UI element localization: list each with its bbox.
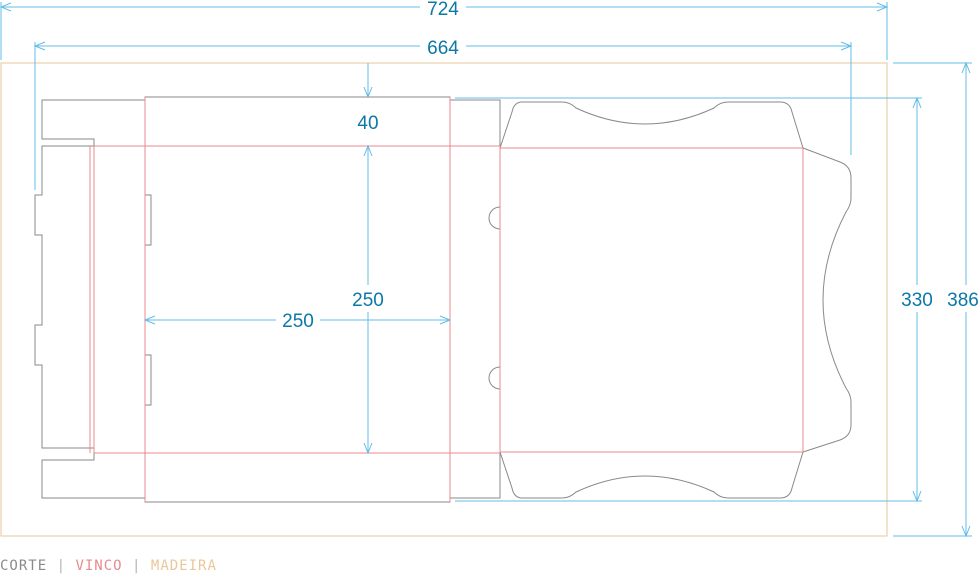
legend-separator: | <box>47 558 76 574</box>
cut-lid-right-flap <box>802 147 852 453</box>
dim-250-vertical-arrow-bottom <box>363 442 373 455</box>
legend-vinco: VINCO <box>75 558 123 574</box>
dim-664-arrow-right <box>840 41 853 51</box>
dim-label-386: 386 <box>947 290 979 311</box>
dim-664-arrow-left <box>33 41 46 51</box>
dim-250-horizontal-arrow-left <box>143 315 156 325</box>
legend-madeira: MADEIRA <box>150 558 217 574</box>
dim-40-arrow <box>363 86 373 99</box>
line-type-legend: CORTE | VINCO | MADEIRA <box>0 558 217 574</box>
cut-slot-upper <box>145 194 152 246</box>
crease-lines <box>89 97 804 502</box>
dim-724-arrow-left <box>0 2 12 12</box>
cut-notch-upper <box>488 206 501 230</box>
dim-label-724: 724 <box>427 0 459 20</box>
dim-386-arrow-bottom <box>961 525 971 538</box>
dimension-lines <box>0 2 972 538</box>
legend-corte: CORTE <box>0 558 48 574</box>
dim-330-arrow-bottom <box>912 490 922 503</box>
cut-notch-lower <box>488 366 501 390</box>
cut-top-left-flap <box>41 99 146 146</box>
dim-724-arrow-right <box>876 2 889 12</box>
dim-label-250-horizontal: 250 <box>282 311 314 332</box>
cut-top-flap-edge <box>144 96 501 146</box>
dim-386-arrow-top <box>961 61 971 74</box>
dim-250-horizontal-arrow-right <box>439 315 452 325</box>
cut-bottom-flap-edge <box>144 453 501 503</box>
cut-bottom-left-flap <box>41 453 146 499</box>
cut-lines <box>34 96 852 503</box>
madeira-board-outline <box>0 62 888 537</box>
dim-250-vertical-arrow-top <box>363 144 373 157</box>
dim-label-40: 40 <box>357 113 378 134</box>
dim-label-330: 330 <box>901 290 933 311</box>
dim-label-664: 664 <box>427 38 459 59</box>
dim-330-arrow-top <box>912 96 922 109</box>
cut-lid-top-flap <box>499 101 804 149</box>
dim-label-250-vertical: 250 <box>352 290 384 311</box>
cut-slot-lower <box>145 354 152 406</box>
cut-left-side-panel <box>34 145 95 449</box>
legend-separator: | <box>122 558 151 574</box>
cut-lid-bottom-flap <box>499 451 804 499</box>
